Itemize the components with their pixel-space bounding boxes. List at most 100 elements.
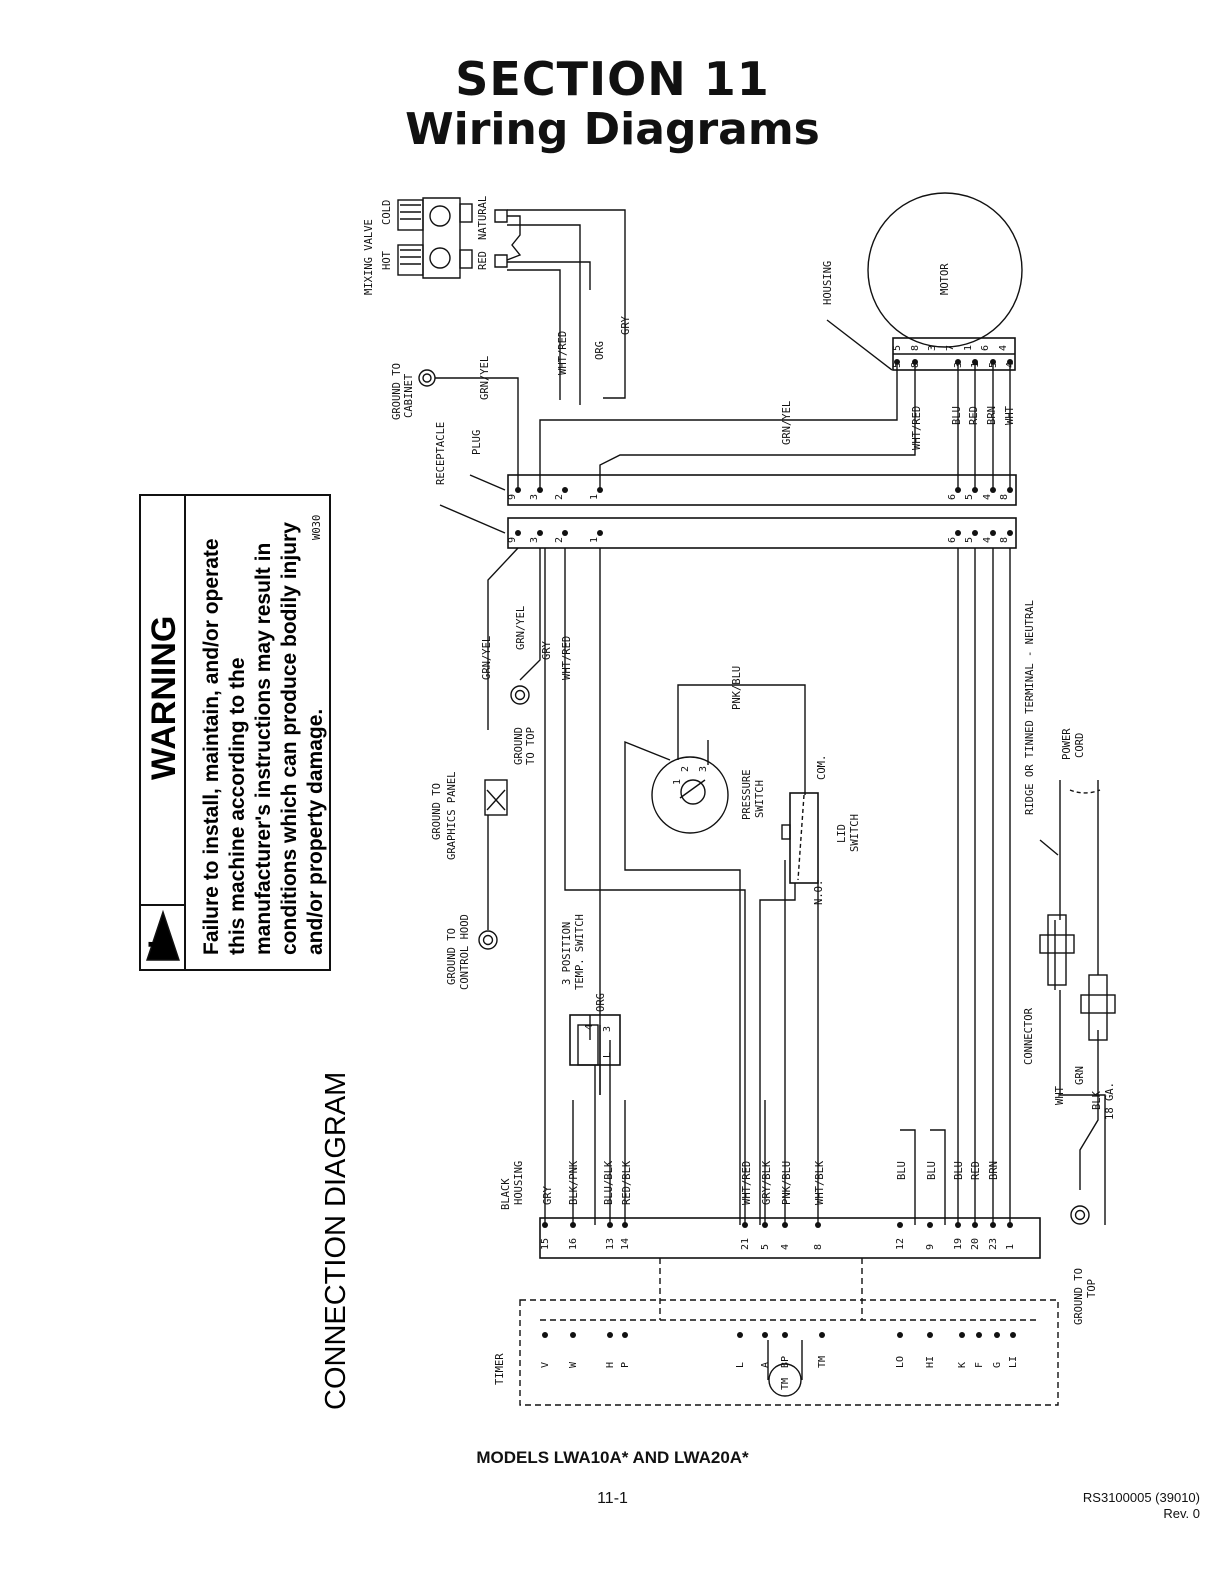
timer-terminal — [762, 1332, 768, 1338]
motor-terminal — [894, 359, 900, 365]
black-housing-terminal — [955, 1222, 961, 1228]
timer-pin-W: W — [568, 1361, 579, 1368]
label-ground-graphics-1: GROUND TO — [431, 783, 443, 840]
plug-pin-9: 9 — [507, 494, 518, 500]
motor-pin-upper-0: 5 — [892, 345, 903, 351]
ground-graphics-panel-icon — [484, 779, 508, 816]
black-housing-terminal — [927, 1222, 933, 1228]
label-motor: MOTOR — [939, 263, 951, 295]
plug-connector — [507, 474, 1017, 506]
label-pnk-blu-mid: PNK/BLU — [731, 666, 743, 710]
plug-pin-8: 8 — [999, 494, 1010, 500]
timer-terminal — [737, 1332, 743, 1338]
motor-pin-upper-6: 4 — [998, 345, 1009, 351]
models-caption: MODELS LWA10A* AND LWA20A* — [476, 1448, 749, 1467]
timer-terminal — [622, 1332, 628, 1338]
label-timer: TIMER — [494, 1353, 506, 1385]
plug-terminal — [1007, 487, 1013, 493]
mixing-valve — [397, 197, 522, 279]
label-ground-top-bottom-1: GROUND TO — [1073, 1268, 1085, 1325]
timer-terminal — [607, 1332, 613, 1338]
label-bottom-wire-gry-blk: GRY/BLK — [761, 1160, 773, 1205]
plug-pin-4: 4 — [982, 494, 993, 500]
timer-pin-HI: HI — [925, 1356, 936, 1368]
power-cord-connector — [1039, 780, 1116, 1225]
label-ground-cabinet-1: GROUND TO — [391, 363, 403, 420]
timer-pin-F: F — [974, 1362, 985, 1368]
doc-number: RS3100005 (39010) — [1082, 1490, 1200, 1505]
timer-terminal — [782, 1332, 788, 1338]
ground-control-hood-icon — [478, 930, 498, 950]
label-connector: CONNECTOR — [1023, 1007, 1035, 1065]
plug-terminal — [537, 487, 543, 493]
motor-pin-lower-3: 1 — [970, 362, 981, 368]
label-com: COM. — [816, 755, 828, 780]
motor-pin-upper-2: 3 — [927, 345, 938, 351]
receptacle-pin-8: 8 — [999, 537, 1010, 543]
label-ground-top-1: GROUND — [513, 727, 525, 765]
switch-pos-2: 2 — [680, 766, 691, 772]
motor-terminal — [955, 359, 961, 365]
label-ground-top-bottom-2: TOP — [1086, 1279, 1098, 1298]
receptacle-pin-9: 9 — [507, 537, 518, 543]
warning-line-2: this machine according to the — [226, 657, 249, 955]
receptacle-pin-4: 4 — [982, 537, 993, 543]
temp-pin-3: 3 — [602, 1026, 613, 1032]
timer-terminal — [959, 1332, 965, 1338]
plug-pin-2: 2 — [554, 494, 565, 500]
black-housing-terminal — [742, 1222, 748, 1228]
receptacle-pin-1: 1 — [589, 537, 600, 543]
label-bottom-wire-gry: GRY — [542, 1185, 554, 1205]
black-housing-pin-21: 21 — [740, 1238, 751, 1250]
label-cold: COLD — [381, 200, 393, 225]
timer-pin-TM: TM — [817, 1356, 828, 1368]
black-housing-pin-23: 23 — [988, 1238, 999, 1250]
label-bottom-wire-grn: GRN — [1074, 1066, 1086, 1085]
black-housing-pin-20: 20 — [970, 1238, 981, 1250]
label-grn-yel-left: GRN/YEL — [481, 636, 493, 680]
label-bottom-wire-red-blk: RED/BLK — [621, 1160, 633, 1205]
label-bottom-wire-wht-blk: WHT/BLK — [814, 1160, 826, 1205]
label-motor-wire-3: RED — [968, 406, 980, 425]
motor-terminal — [1007, 359, 1013, 365]
black-housing-terminal — [542, 1222, 548, 1228]
doc-revision: Rev. 0 — [1163, 1506, 1200, 1521]
label-black-housing-1: BLACK — [500, 1178, 512, 1210]
label-motor-wire-2: BLU — [951, 406, 963, 425]
label-red: RED — [477, 251, 489, 270]
black-housing-terminal — [570, 1222, 576, 1228]
label-wht-red-top: WHT/RED — [557, 331, 569, 375]
label-timer-motor: TM — [780, 1378, 791, 1390]
plug-terminal — [515, 487, 521, 493]
black-housing-pin-1: 1 — [1005, 1244, 1016, 1250]
label-pressure-switch-2: SWITCH — [754, 780, 766, 818]
label-housing: HOUSING — [822, 261, 834, 305]
receptacle-connector — [507, 517, 1017, 549]
label-lid-switch-1: LID — [836, 824, 848, 843]
label-ground-graphics-2: GRAPHICS PANEL — [446, 771, 458, 860]
plug-pin-3: 3 — [529, 494, 540, 500]
timer-terminal — [927, 1332, 933, 1338]
label-ground-cabinet-2: CABINET — [403, 373, 415, 418]
label-bottom-wire-pnk-blu: PNK/BLU — [781, 1161, 793, 1205]
black-housing-terminal — [972, 1222, 978, 1228]
label-lid-switch-2: SWITCH — [849, 814, 861, 852]
receptacle-terminal — [515, 530, 521, 536]
label-black-housing-2: HOUSING — [513, 1161, 525, 1205]
label-no: N.O. — [813, 880, 825, 905]
motor-pin-lower-0: 5 — [892, 362, 903, 368]
lid-switch — [759, 792, 819, 1225]
label-hot: HOT — [381, 250, 393, 270]
timer-pin-G: G — [992, 1362, 1003, 1368]
label-grn-yel-top-ground: GRN/YEL — [515, 606, 527, 650]
label-bottom-wire-blk-pnk: BLK/PNK — [568, 1160, 580, 1205]
motor-terminal — [990, 359, 996, 365]
motor-pin-upper-1: 8 — [910, 345, 921, 351]
label-pressure-switch-1: PRESSURE — [741, 769, 753, 820]
motor-pin-lower-4: 5 — [988, 362, 999, 368]
plug-terminal — [562, 487, 568, 493]
motor-pin-upper-5: 6 — [980, 345, 991, 351]
label-org-temp: ORG — [595, 993, 607, 1012]
label-bottom-wire-blu-blk: BLU/BLK — [603, 1160, 615, 1205]
